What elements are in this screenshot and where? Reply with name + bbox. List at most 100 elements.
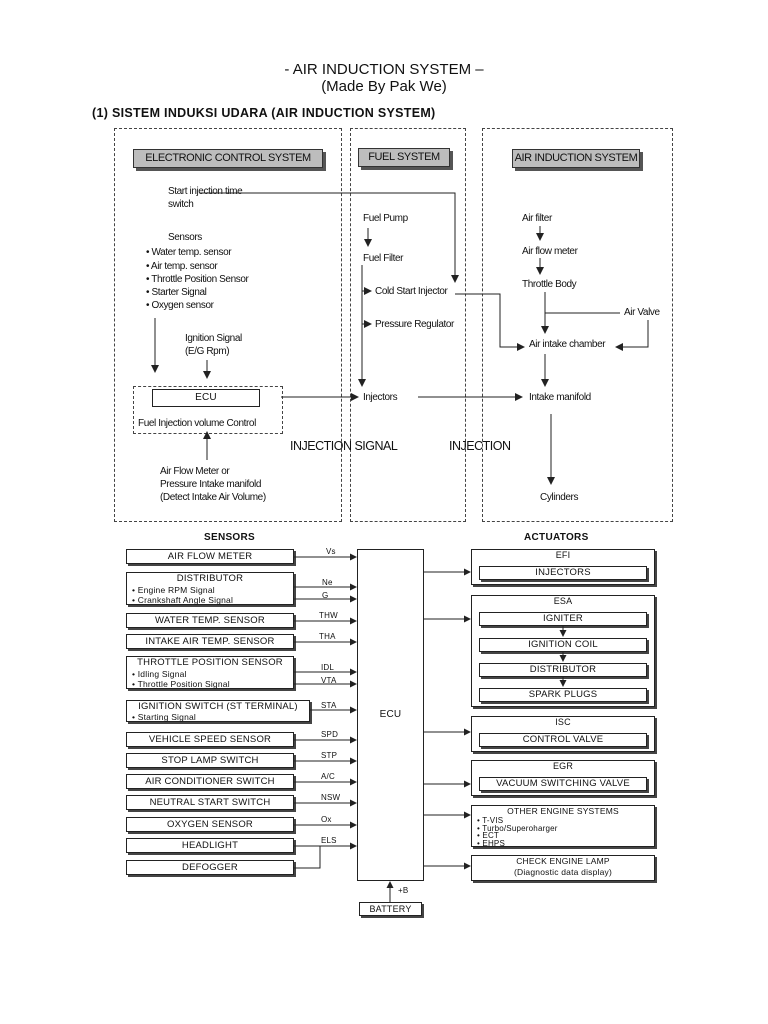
sensor-water-temp: WATER TEMP. SENSOR <box>126 613 294 628</box>
actuator-item: CONTROL VALVE <box>479 733 647 747</box>
ignition-signal-label: Ignition Signal <box>185 333 242 344</box>
pressure-regulator-label: Pressure Regulator <box>375 319 454 330</box>
ecs-heading: ELECTRONIC CONTROL SYSTEM <box>133 149 323 168</box>
battery-signal-label: +B <box>398 886 409 895</box>
sensor-sub-item: • Throttle Position Signal <box>132 679 230 689</box>
sensor-defogger: DEFOGGER <box>126 860 294 875</box>
signal-label: A/C <box>321 772 335 781</box>
signal-label: NSW <box>321 793 341 802</box>
signal-label: SPD <box>321 730 339 739</box>
air-heading: AIR INDUCTION SYSTEM <box>512 149 640 168</box>
actuator-sub-item: • Turbo/Superoharger <box>477 823 558 833</box>
start-switch-label-2: switch <box>168 199 194 210</box>
fuel-panel <box>350 128 466 522</box>
air-valve-label: Air Valve <box>624 307 660 318</box>
sensor-sub-item: • Crankshaft Angle Signal <box>132 595 234 605</box>
sensor-throttle-position: THROTTLE POSITION SENSOR • Idling Signal… <box>126 656 294 689</box>
signal-label: Vs <box>326 547 336 556</box>
sensor-item: • Starter Signal <box>146 287 207 298</box>
signal-label: G <box>322 591 329 600</box>
actuator-item: DISTRIBUTOR <box>479 663 647 677</box>
actuator-check-engine-lamp: CHECK ENGINE LAMP (Diagnostic data displ… <box>471 855 655 881</box>
battery-box: BATTERY <box>359 902 422 916</box>
sensor-label: AIR CONDITIONER SWITCH <box>145 776 275 787</box>
afm-label: Air Flow Meter or <box>160 466 230 477</box>
actuator-item: INJECTORS <box>479 566 647 580</box>
sensor-stop-lamp: STOP LAMP SWITCH <box>126 753 294 768</box>
sensor-label: DISTRIBUTOR <box>176 573 244 584</box>
throttle-body-label: Throttle Body <box>522 279 577 290</box>
fuel-volume-label: Fuel Injection volume Control <box>138 418 256 429</box>
sensor-sub-item: • Engine RPM Signal <box>132 585 215 595</box>
sensor-neutral-start: NEUTRAL START SWITCH <box>126 795 294 810</box>
actuator-sub-item: • EHPS <box>477 838 506 848</box>
actuator-group-efi: EFI INJECTORS <box>471 549 655 585</box>
signal-label: THA <box>319 632 336 641</box>
sensor-air-conditioner: AIR CONDITIONER SWITCH <box>126 774 294 789</box>
sensors-heading: SENSORS <box>204 532 256 543</box>
actuator-item: SPARK PLUGS <box>479 688 647 702</box>
actuator-sub-item: • T-VIS <box>477 816 504 825</box>
actuators-heading: ACTUATORS <box>524 532 589 543</box>
ecs-panel <box>114 128 342 522</box>
sensor-sub-item: • Starting Signal <box>132 712 197 722</box>
sensor-vehicle-speed: VEHICLE SPEED SENSOR <box>126 732 294 747</box>
fuel-heading: FUEL SYSTEM <box>358 148 450 167</box>
sensor-label: INTAKE AIR TEMP. SENSOR <box>145 636 275 647</box>
sensor-label: HEADLIGHT <box>181 840 239 851</box>
injection-label: INJECTION <box>449 439 511 453</box>
sensor-ignition-switch: IGNITION SWITCH (ST TERMINAL) • Starting… <box>126 700 310 722</box>
air-filter-label: Air filter <box>522 213 552 224</box>
signal-label: STA <box>321 701 337 710</box>
signal-label: STP <box>321 751 338 760</box>
fuel-pump-label: Fuel Pump <box>363 213 408 224</box>
air-panel <box>482 128 673 522</box>
sensor-label: WATER TEMP. SENSOR <box>155 615 265 626</box>
actuator-sub-item: • ECT <box>477 831 500 840</box>
actuator-item: IGNITION COIL <box>479 638 647 652</box>
actuator-group-esa: ESA IGNITER IGNITION COIL DISTRIBUTOR SP… <box>471 595 655 707</box>
afm-label-2: Pressure Intake manifold <box>160 479 262 490</box>
sensor-label: DEFOGGER <box>182 862 238 873</box>
actuator-group-isc: ISC CONTROL VALVE <box>471 716 655 752</box>
actuator-group-label: EGR <box>552 761 574 771</box>
cylinders-label: Cylinders <box>540 492 579 503</box>
sensor-oxygen: OXYGEN SENSOR <box>126 817 294 832</box>
intake-manifold-label: Intake manifold <box>529 392 591 403</box>
actuator-group-label: OTHER ENGINE SYSTEMS <box>507 806 619 816</box>
sensor-item: • Oxygen sensor <box>146 300 214 311</box>
signal-label: THW <box>319 611 338 620</box>
actuator-item: VACUUM SWITCHING VALVE <box>479 777 647 791</box>
sensor-label: STOP LAMP SWITCH <box>161 755 259 766</box>
start-switch-label: Start injection time <box>168 186 243 197</box>
ecu-box: ECU <box>152 389 260 407</box>
signal-label: IDL <box>321 663 335 672</box>
sensor-item: • Throttle Position Sensor <box>146 274 249 285</box>
ignition-rpm-label: (E/G Rpm) <box>185 346 230 357</box>
sensor-label: THROTTLE POSITION SENSOR <box>137 657 283 668</box>
sensor-sub-item: • Idling Signal <box>132 669 187 679</box>
actuator-group-other: OTHER ENGINE SYSTEMS • T-VIS • Turbo/Sup… <box>471 805 655 847</box>
sensor-distributor: DISTRIBUTOR • Engine RPM Signal • Cranks… <box>126 572 294 605</box>
signal-label: VTA <box>321 676 337 685</box>
actuator-group-label: EFI <box>555 550 571 560</box>
sensor-label: AIR FLOW METER <box>167 551 253 562</box>
sensor-item: • Air temp. sensor <box>146 261 218 272</box>
sensor-label: OXYGEN SENSOR <box>166 819 253 830</box>
section-heading: (1) SISTEM INDUKSI UDARA (AIR INDUCTION … <box>92 106 436 120</box>
ecu-block: ECU <box>357 549 424 881</box>
cold-start-label: Cold Start Injector <box>375 286 448 297</box>
sensors-label: Sensors <box>168 232 202 243</box>
document-title: - AIR INDUCTION SYSTEM – <box>284 61 484 78</box>
sensor-label: IGNITION SWITCH (ST TERMINAL) <box>138 701 298 712</box>
sensor-label: VEHICLE SPEED SENSOR <box>148 734 272 745</box>
actuator-group-sublabel: (Diagnostic data display) <box>513 867 613 877</box>
document-author: (Made By Pak We) <box>321 78 447 95</box>
signal-label: Ne <box>322 578 333 587</box>
sensor-label: NEUTRAL START SWITCH <box>149 797 271 808</box>
afm-label-3: (Detect Intake Air Volume) <box>160 492 266 503</box>
intake-chamber-label: Air intake chamber <box>529 339 606 350</box>
actuator-group-label: CHECK ENGINE LAMP <box>516 856 610 866</box>
